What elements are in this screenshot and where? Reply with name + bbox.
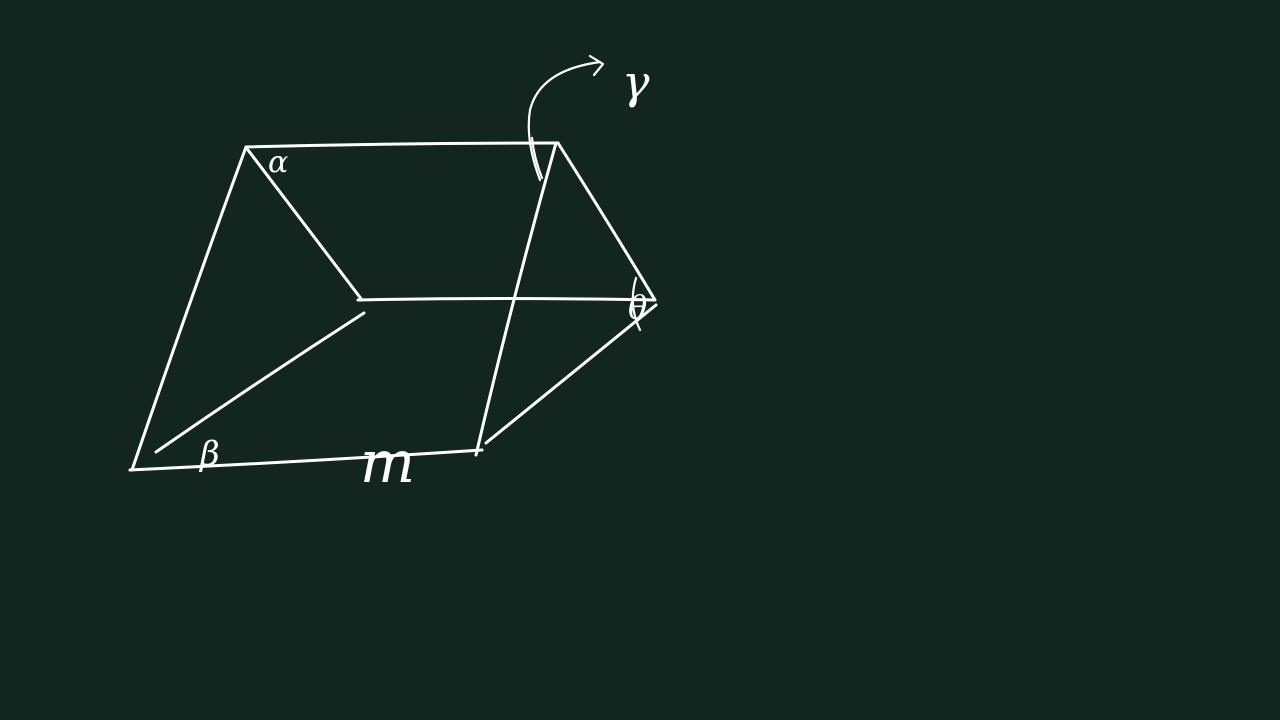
edge-right-bottom <box>484 303 658 445</box>
gamma-pointer-arrow <box>527 60 602 182</box>
label-m: m <box>360 428 415 496</box>
gamma-arrow-head <box>588 54 605 77</box>
edge-inner-lower <box>154 311 366 454</box>
label-alpha: α <box>268 145 288 180</box>
label-beta: β <box>198 434 220 474</box>
angle-tick-gamma <box>530 136 544 180</box>
label-theta: θ <box>628 288 647 326</box>
edge-right-top <box>556 141 657 302</box>
edge-left <box>130 145 248 472</box>
edge-bottom <box>128 448 484 472</box>
label-gamma: γ <box>622 55 650 109</box>
edge-inner-diagonal <box>246 148 364 302</box>
edge-top <box>244 141 560 149</box>
edge-middle <box>356 297 656 302</box>
angle-arc-theta <box>631 276 642 332</box>
